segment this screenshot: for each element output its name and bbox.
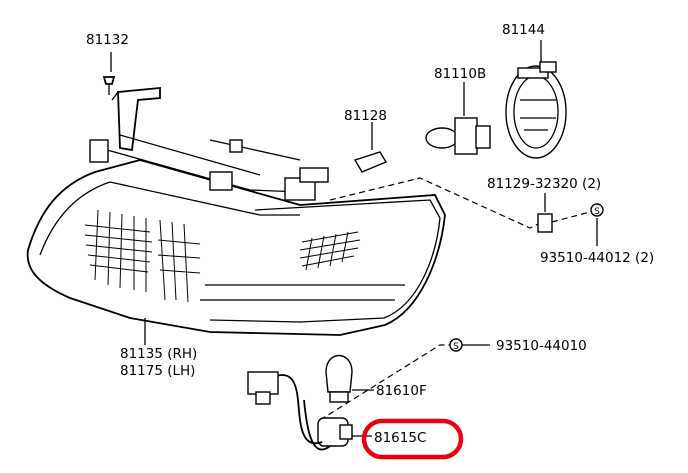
label-93510-44012: 93510-44012 (2): [540, 250, 654, 266]
label-81129: 81129-32320 (2): [487, 176, 601, 192]
label-81110b: 81110B: [434, 66, 486, 82]
label-81132: 81132: [86, 32, 129, 48]
screw-93510-44012[interactable]: S: [590, 203, 604, 246]
bulb-81110b[interactable]: [425, 82, 491, 155]
label-81175: 81175 (LH): [120, 363, 195, 379]
screw-symbol-b: S: [453, 342, 459, 352]
socket-81615c[interactable]: [247, 371, 372, 451]
lens-grid-left: [84, 209, 201, 303]
clip-81129[interactable]: [537, 193, 553, 233]
lens-grid-right: [299, 231, 361, 271]
screw-symbol-a: S: [594, 207, 600, 217]
highlight-81615c: [361, 418, 464, 460]
label-93510-44010: 93510-44010: [496, 338, 587, 354]
label-81144: 81144: [502, 22, 545, 38]
clip-81128[interactable]: [353, 122, 388, 173]
label-81610f: 81610F: [376, 383, 427, 399]
label-81135: 81135 (RH): [120, 346, 197, 362]
socket-ring-81144[interactable]: [505, 40, 567, 159]
dashed-leader-screw: [551, 211, 591, 223]
dashed-leader-bottom: [319, 344, 450, 421]
bulb-81610f[interactable]: [325, 355, 374, 403]
headlamp-assembly[interactable]: [26, 87, 446, 336]
label-81128: 81128: [344, 108, 387, 124]
dashed-leader-top: [329, 177, 539, 229]
screw-81132[interactable]: [102, 52, 116, 95]
screw-93510-44010[interactable]: S: [449, 338, 490, 352]
label-81615c: 81615C: [374, 430, 426, 446]
